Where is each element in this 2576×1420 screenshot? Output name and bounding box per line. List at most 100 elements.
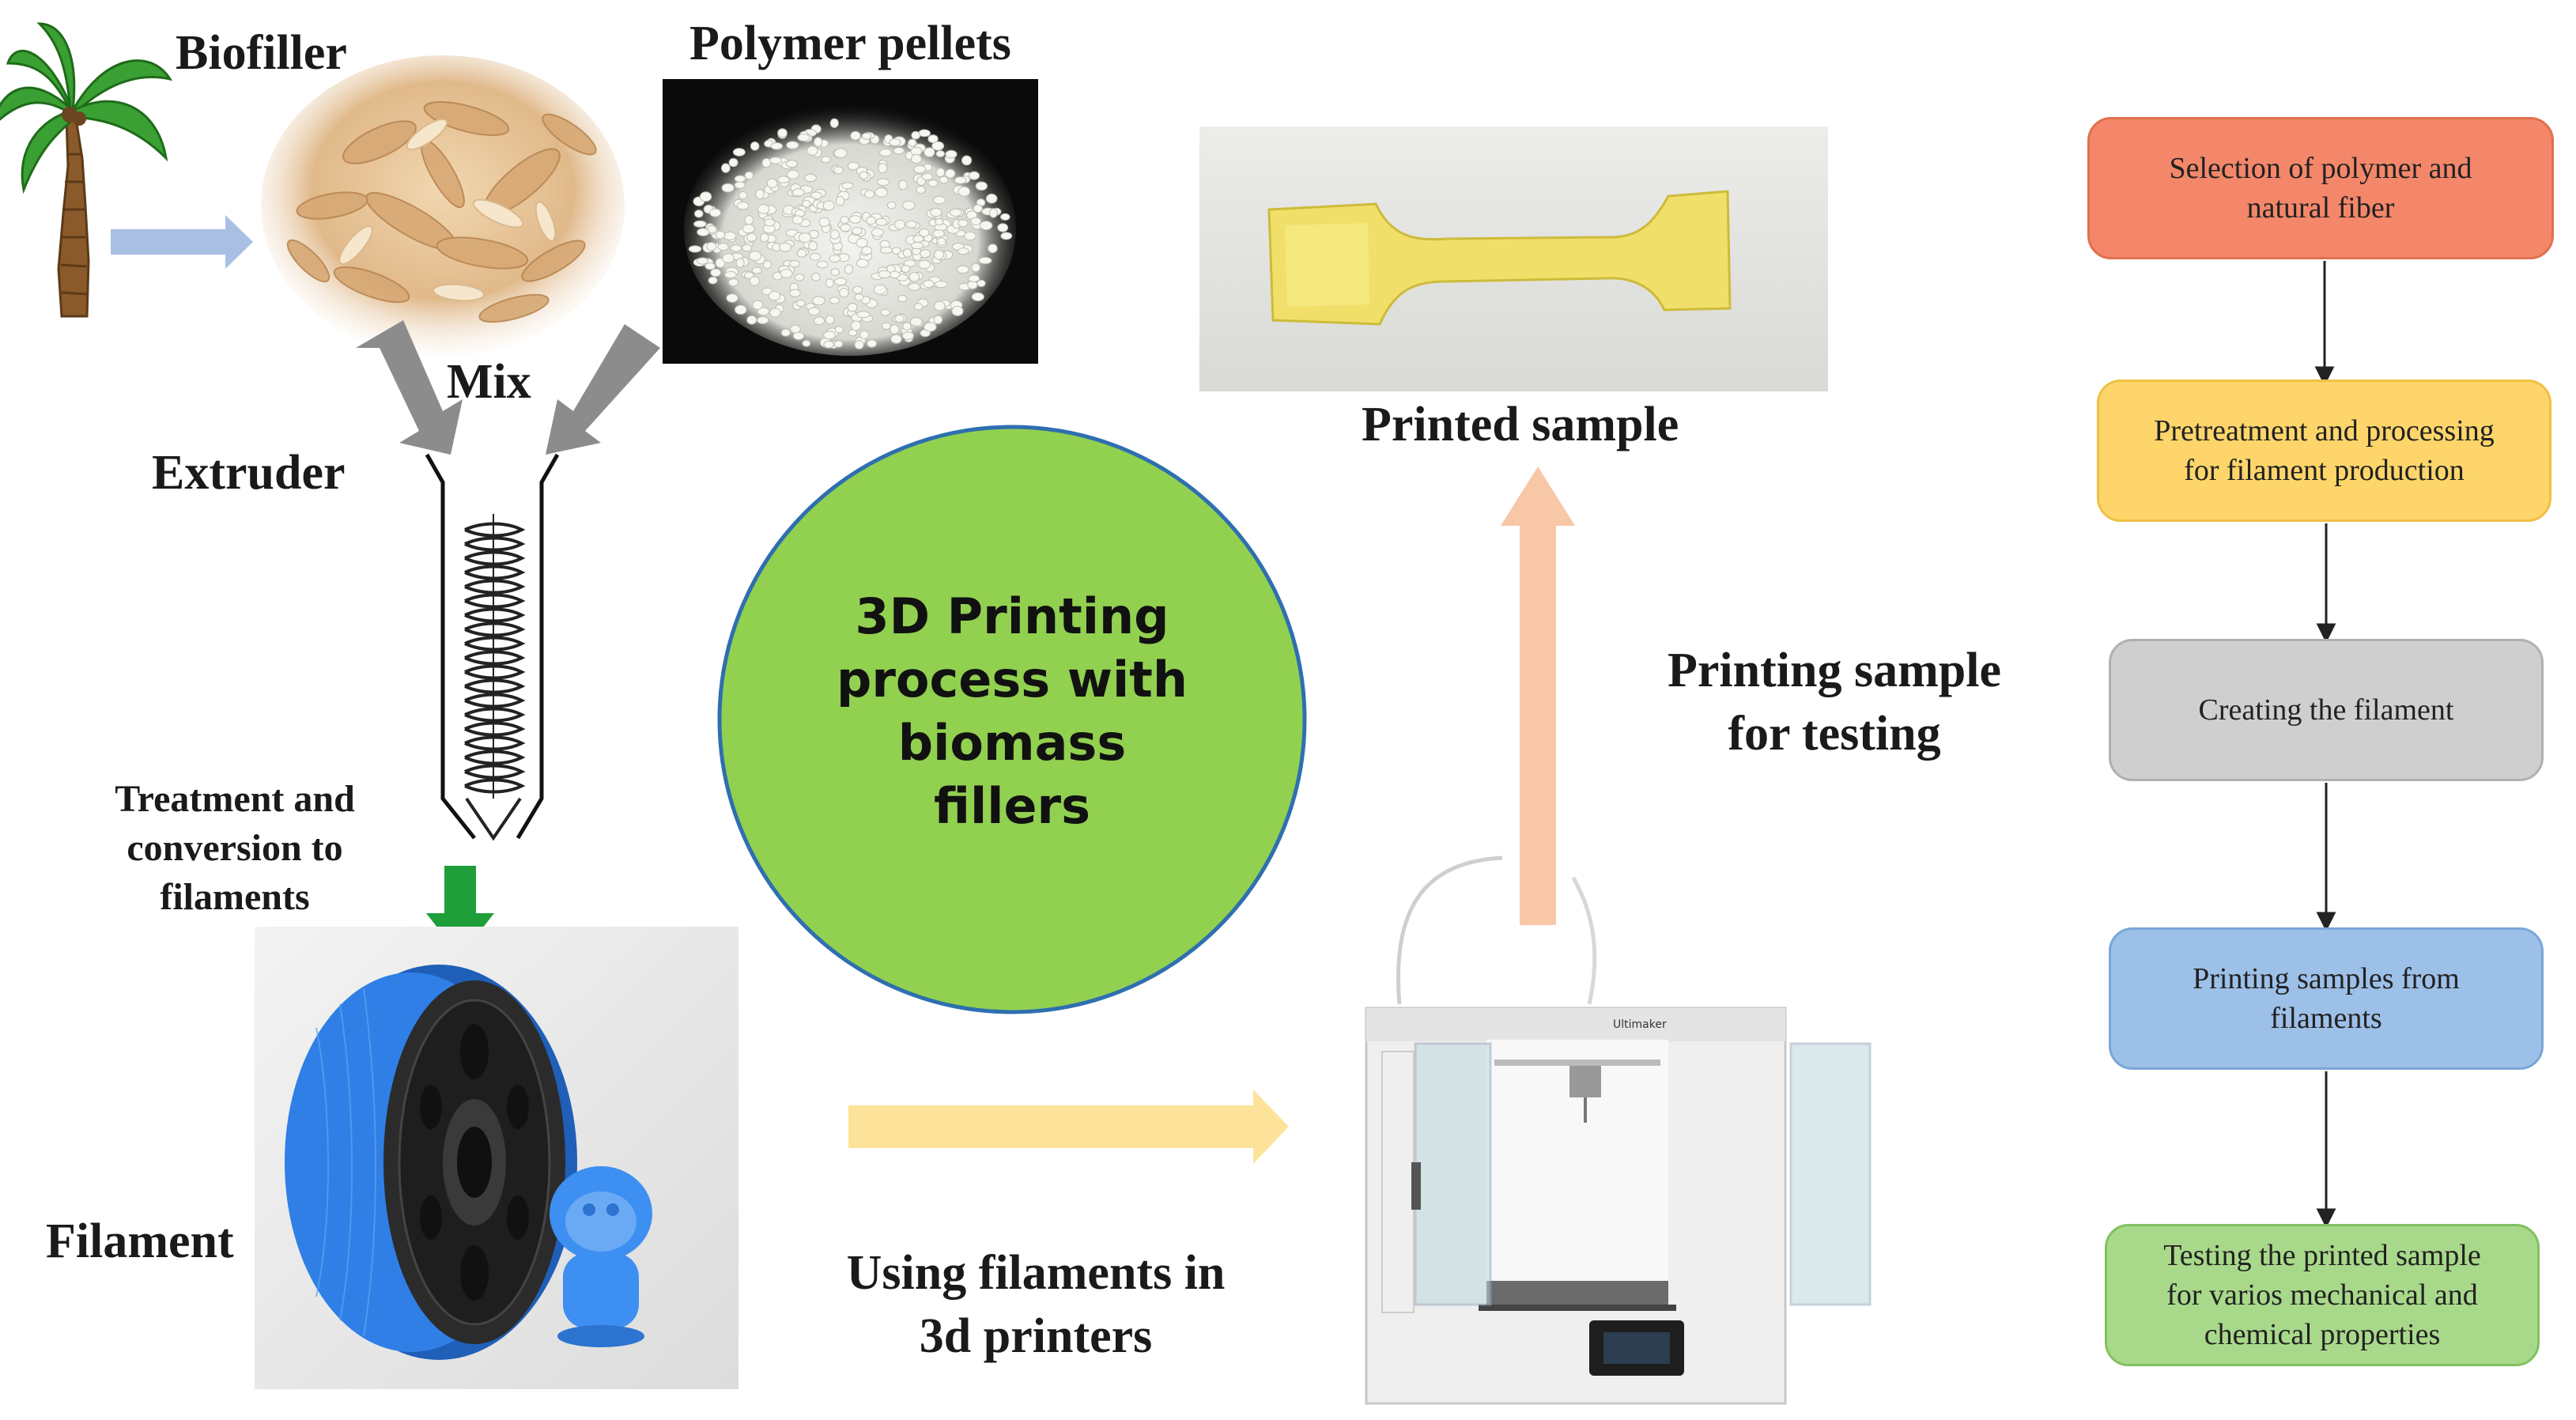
3d-printer-icon: Ultimaker (1365, 855, 1872, 1405)
pellet (794, 274, 805, 281)
pellet (859, 330, 870, 340)
pellet (932, 229, 945, 238)
pellet (901, 265, 911, 273)
pellet (813, 316, 825, 326)
pellet (909, 317, 923, 327)
pellet (850, 130, 861, 141)
pellet (710, 268, 722, 278)
pellet (699, 191, 712, 202)
pellet (734, 175, 746, 183)
pellet (738, 191, 748, 200)
pellet (811, 272, 821, 281)
screw-thread (464, 607, 526, 623)
pellet (901, 331, 915, 341)
pellet (985, 193, 998, 204)
biofiller-label: Biofiller (176, 26, 347, 80)
pellet (780, 328, 791, 337)
pellet (861, 246, 873, 255)
pellet (891, 247, 901, 255)
pellet (792, 188, 805, 197)
pellet (935, 281, 948, 289)
pellet (923, 279, 935, 289)
screw-thread (464, 707, 526, 723)
pellet (823, 330, 836, 340)
pellet (746, 315, 757, 325)
pellet (848, 329, 858, 337)
pellet (816, 260, 829, 269)
pellet (798, 232, 812, 244)
screw-thread (464, 536, 526, 552)
screw-thread (464, 550, 526, 566)
pellet (704, 262, 716, 270)
pellet (790, 324, 801, 334)
pellet (980, 221, 993, 231)
pellet (766, 178, 778, 189)
pellet (975, 181, 988, 191)
pellet (898, 179, 908, 191)
pellet (854, 340, 864, 349)
pellet (911, 130, 921, 140)
pellet (913, 164, 927, 174)
pellet (849, 215, 862, 224)
pellet (709, 208, 722, 217)
pellet (847, 161, 859, 171)
pellet (951, 305, 964, 316)
pellet (757, 316, 769, 324)
pellet (834, 326, 844, 334)
pellet (840, 216, 850, 225)
pellet (935, 168, 946, 178)
pellet (912, 235, 924, 244)
pellet (961, 155, 973, 166)
printed-sample-label: Printed sample (1362, 398, 1679, 451)
pellet (697, 257, 708, 265)
pellet (897, 295, 908, 303)
pellet (757, 307, 770, 316)
screw-thread (464, 721, 526, 737)
pellet (814, 137, 823, 147)
pellet (954, 176, 967, 184)
pellet (867, 339, 878, 348)
pellet (804, 173, 817, 183)
pellet (934, 300, 946, 312)
pellet (744, 271, 754, 280)
pellet (762, 260, 772, 270)
pellet (825, 315, 835, 325)
pellet (694, 210, 704, 218)
pellet (847, 303, 858, 312)
filament-spool-image (255, 927, 738, 1389)
pellet (958, 247, 969, 255)
pellet (732, 148, 746, 157)
pellet (933, 195, 946, 205)
pellet (934, 249, 945, 260)
pellet (935, 218, 944, 226)
pellet (769, 157, 782, 164)
pellet (958, 219, 969, 228)
pellet (854, 293, 864, 301)
pellet (752, 300, 764, 310)
pellet (776, 176, 790, 183)
pellet (735, 258, 745, 268)
pellet (997, 223, 1009, 232)
pellet (878, 270, 891, 279)
pellet (861, 132, 872, 140)
pellet (880, 308, 891, 316)
pellet (839, 288, 849, 298)
screw-thread (464, 778, 526, 794)
pellet (730, 244, 742, 252)
pellet (786, 141, 799, 149)
pellet (806, 145, 818, 156)
pellet (927, 179, 939, 187)
pellet (715, 258, 726, 268)
screw-thread (464, 650, 526, 666)
pellet (821, 156, 831, 164)
pellet (833, 340, 844, 348)
pellet (958, 186, 971, 197)
pellet (902, 200, 916, 210)
pellet (818, 217, 830, 227)
pellet (976, 279, 986, 287)
pellet (757, 204, 770, 214)
pellet (852, 285, 863, 294)
pellet (841, 182, 854, 190)
pellet (789, 289, 801, 297)
pellet (919, 228, 930, 237)
